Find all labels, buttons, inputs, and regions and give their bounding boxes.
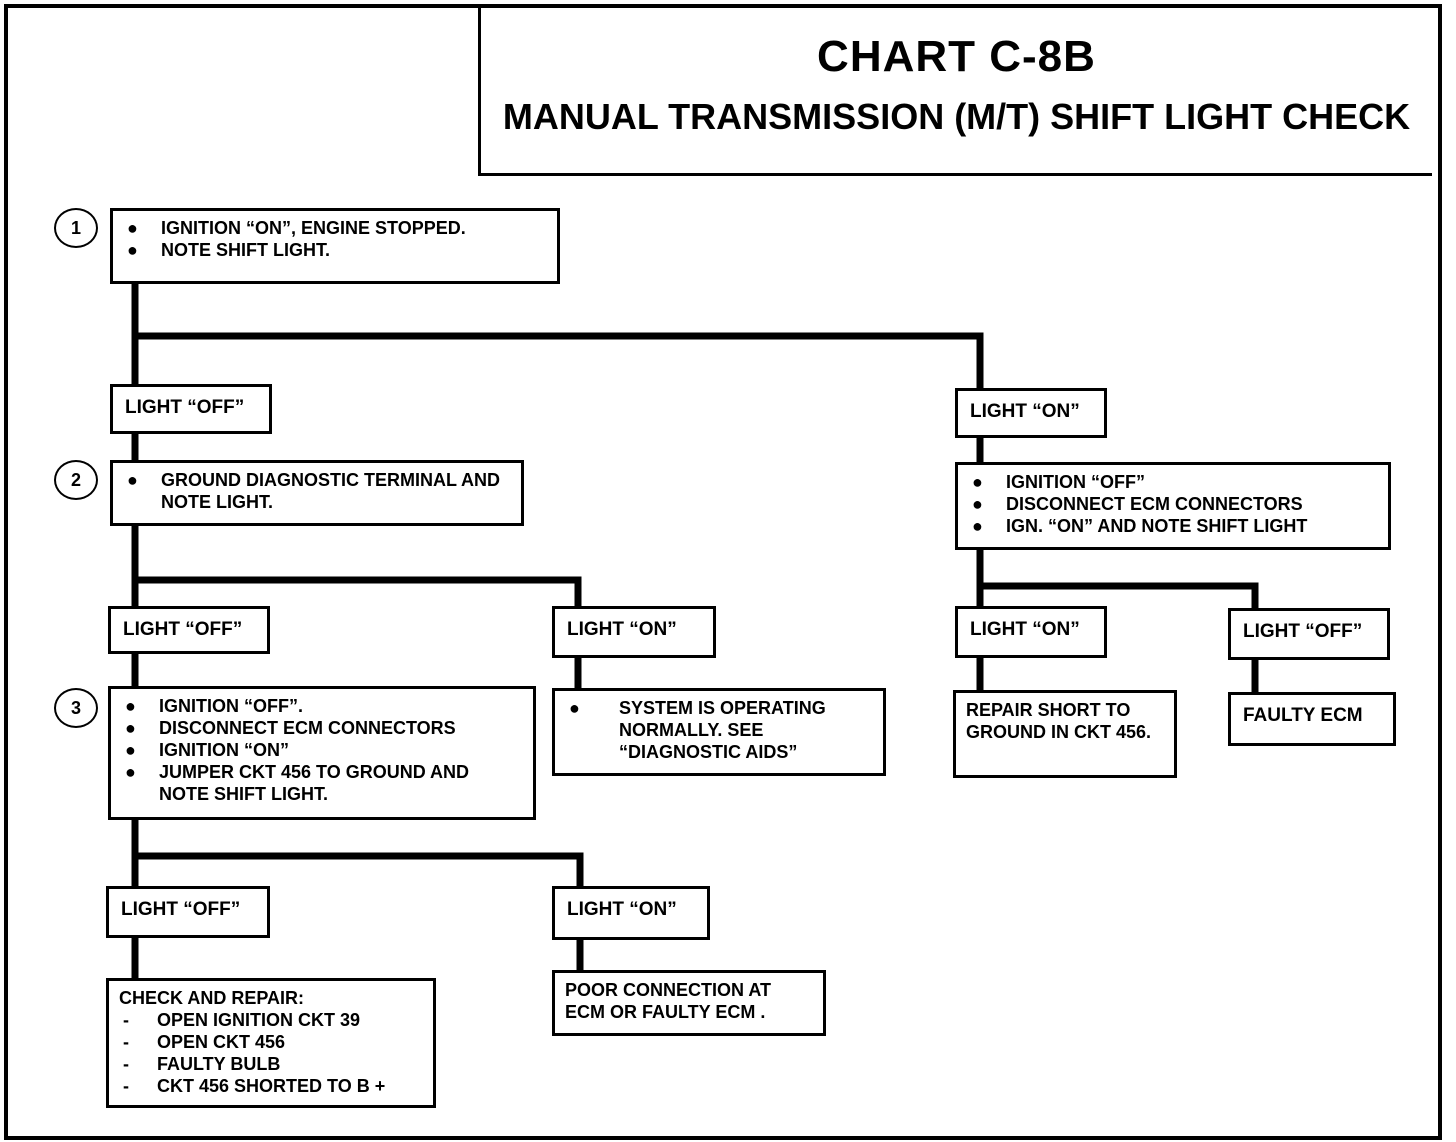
connector (131, 576, 582, 610)
dash-icon: - (123, 1054, 129, 1074)
check-repair-item: OPEN CKT 456 (157, 1032, 286, 1052)
poor-connection-box: POOR CONNECTION AT ECM OR FAULTY ECM . (552, 970, 826, 1036)
faulty-ecm-box: FAULTY ECM (1228, 692, 1396, 746)
list-item: - FAULTY BULB (119, 1053, 423, 1075)
step2-light-off-label: LIGHT “OFF” (108, 606, 270, 654)
list-item: ● SYSTEM IS OPERATING NORMALLY. SEE “DIAG… (565, 697, 873, 763)
bullet-icon: ● (569, 698, 580, 718)
check-repair-item: OPEN IGNITION CKT 39 (157, 1010, 361, 1030)
bullet-icon: ● (125, 696, 136, 716)
system-ok-box: ● SYSTEM IS OPERATING NORMALLY. SEE “DIAG… (552, 688, 886, 776)
list-item: ● IGNITION “OFF” (968, 471, 1378, 493)
chart-subtitle: MANUAL TRANSMISSION (M/T) SHIFT LIGHT CH… (502, 96, 1411, 137)
step3-light-off-label: LIGHT “OFF” (106, 886, 270, 938)
bullet-icon: ● (125, 762, 136, 782)
list-item: - OPEN IGNITION CKT 39 (119, 1009, 423, 1031)
check-repair-item: FAULTY BULB (157, 1054, 281, 1074)
check-repair-item: CKT 456 SHORTED TO B + (157, 1076, 386, 1096)
right-check-line: IGNITION “OFF” (1006, 472, 1145, 492)
bullet-icon: ● (125, 740, 136, 760)
list-item: - CKT 456 SHORTED TO B + (119, 1075, 423, 1097)
dash-icon: - (123, 1032, 129, 1052)
step1-light-off-label: LIGHT “OFF” (110, 384, 272, 434)
right-light-on-label: LIGHT “ON” (955, 606, 1107, 658)
system-ok-line: SYSTEM IS OPERATING NORMALLY. SEE “DIAGN… (619, 698, 826, 762)
check-repair-box: CHECK AND REPAIR: -OPEN IGNITION CKT 39 … (106, 978, 436, 1108)
step-number-1: 1 (54, 208, 98, 248)
connector (131, 852, 584, 892)
step1-line: IGNITION “ON”, ENGINE STOPPED. (161, 218, 466, 238)
chart-title: CHART C-8B (817, 32, 1096, 81)
check-repair-heading: CHECK AND REPAIR: (119, 988, 305, 1008)
step3-light-on-label: LIGHT “ON” (552, 886, 710, 940)
bullet-icon: ● (127, 218, 138, 238)
bullet-icon: ● (972, 472, 983, 492)
connector (131, 332, 984, 391)
list-item: ● JUMPER CKT 456 TO GROUND AND NOTE SHIFT… (121, 761, 523, 805)
list-item: - OPEN CKT 456 (119, 1031, 423, 1053)
dash-icon: - (123, 1010, 129, 1030)
step3-line: IGNITION “OFF”. (159, 696, 303, 716)
step3-line: JUMPER CKT 456 TO GROUND AND NOTE SHIFT … (159, 762, 470, 804)
bullet-icon: ● (125, 718, 136, 738)
step3-box: ● IGNITION “OFF”. ● DISCONNECT ECM CONNECT… (108, 686, 536, 820)
step2-light-on-label: LIGHT “ON” (552, 606, 716, 658)
list-item: ● NOTE SHIFT LIGHT. (123, 239, 547, 261)
bullet-icon: ● (127, 470, 138, 490)
list-item: ● IGN. “ON” AND NOTE SHIFT LIGHT (968, 515, 1378, 537)
step1-line: NOTE SHIFT LIGHT. (161, 240, 330, 260)
right-check-box: ● IGNITION “OFF” ● DISCONNECT ECM CONNECTO… (955, 462, 1391, 550)
bullet-icon: ● (127, 240, 138, 260)
step-number-2: 2 (54, 460, 98, 500)
list-item: ● DISCONNECT ECM CONNECTORS (968, 493, 1378, 515)
step-number-3: 3 (54, 688, 98, 728)
step3-line: DISCONNECT ECM CONNECTORS (159, 718, 456, 738)
list-item: ● IGNITION “OFF”. (121, 695, 523, 717)
repair-short-box: REPAIR SHORT TO GROUND IN CKT 456. (953, 690, 1177, 778)
step2-line: GROUND DIAGNOSTIC TERMINAL AND NOTE LIGH… (161, 470, 500, 512)
list-item: ● DISCONNECT ECM CONNECTORS (121, 717, 523, 739)
step1-box: ● IGNITION “ON”, ENGINE STOPPED. ● NOTE SH… (110, 208, 560, 284)
chart-frame (4, 4, 1442, 1140)
connector (976, 582, 1259, 612)
step3-line: IGNITION “ON” (159, 740, 289, 760)
title-block: CHART C-8B MANUAL TRANSMISSION (M/T) SHI… (478, 4, 1432, 176)
right-check-line: DISCONNECT ECM CONNECTORS (1006, 494, 1303, 514)
bullet-icon: ● (972, 516, 983, 536)
dash-icon: - (123, 1076, 129, 1096)
step1-light-on-label: LIGHT “ON” (955, 388, 1107, 438)
list-item: ● IGNITION “ON” (121, 739, 523, 761)
bullet-icon: ● (972, 494, 983, 514)
list-item: ● IGNITION “ON”, ENGINE STOPPED. (123, 217, 547, 239)
right-check-line: IGN. “ON” AND NOTE SHIFT LIGHT (1006, 516, 1308, 536)
right-light-off-label: LIGHT “OFF” (1228, 608, 1390, 660)
step2-box: ● GROUND DIAGNOSTIC TERMINAL AND NOTE LIG… (110, 460, 524, 526)
list-item: ● GROUND DIAGNOSTIC TERMINAL AND NOTE LIG… (123, 469, 511, 513)
